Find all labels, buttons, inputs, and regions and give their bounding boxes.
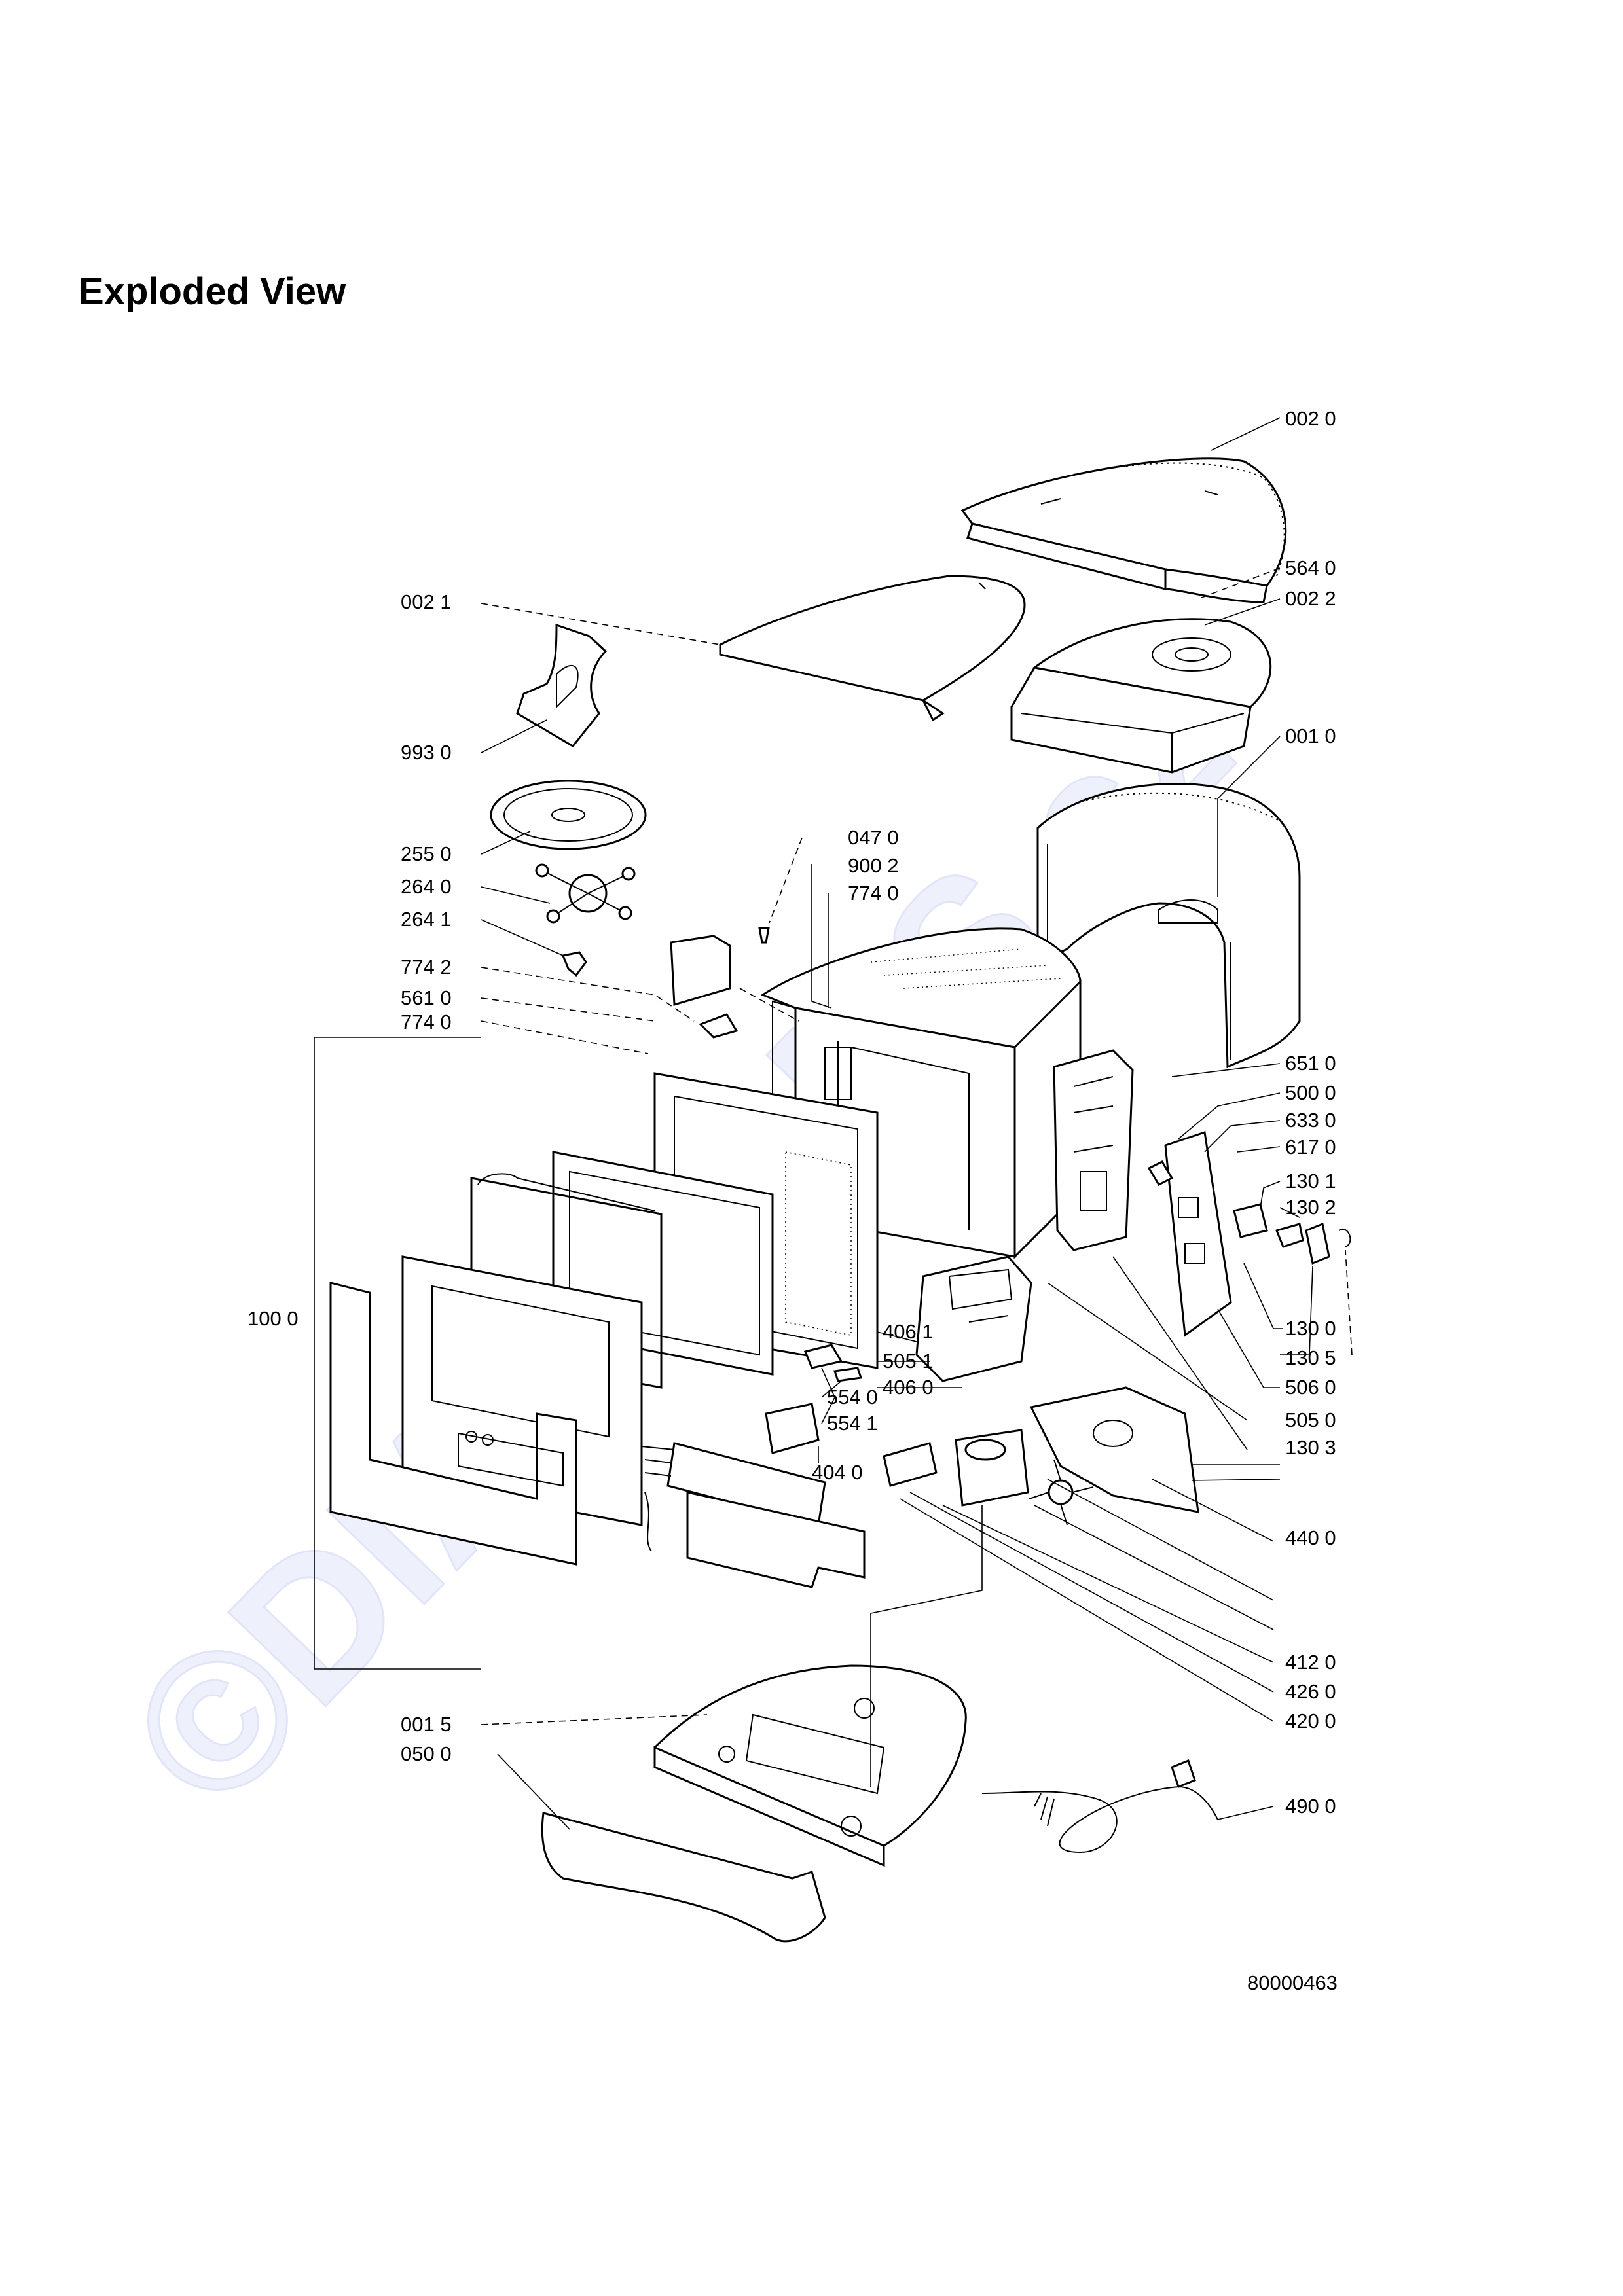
label-5610: 561 0 (401, 986, 452, 1009)
label-7740a: 774 0 (848, 882, 899, 905)
hinge-assembly-part (1053, 1049, 1134, 1251)
hv-capacitor-part (883, 1442, 938, 1487)
label-4040: 404 0 (812, 1461, 863, 1484)
base-plate-part (653, 1664, 967, 1867)
label-4061: 406 1 (883, 1320, 934, 1343)
shield-plate-part (670, 935, 731, 1006)
label-1303: 130 3 (1285, 1436, 1336, 1459)
label-2641: 264 1 (401, 908, 452, 931)
relay-board-part (1164, 1131, 1232, 1337)
door-assembly-bracket (314, 1037, 481, 1670)
label-5060: 506 0 (1285, 1376, 1336, 1399)
label-6170: 617 0 (1285, 1136, 1336, 1158)
label-5640: 564 0 (1285, 556, 1336, 579)
label-7742: 774 2 (401, 956, 452, 978)
switch-part-1300 (1305, 1222, 1330, 1265)
document-number: 80000463 (1247, 1971, 1338, 1994)
label-2640: 264 0 (401, 875, 452, 898)
label-4900: 490 0 (1285, 1795, 1336, 1818)
outer-housing-part (1036, 783, 1301, 1069)
microswitch-part (803, 1344, 843, 1369)
label-0021: 002 1 (401, 590, 452, 613)
label-1300: 130 0 (1285, 1317, 1336, 1340)
label-9930: 993 0 (401, 741, 452, 764)
transformer-part (955, 1429, 1029, 1507)
clip-part (699, 1013, 739, 1039)
lamp-part (1147, 1160, 1174, 1186)
leader-lines (481, 417, 1353, 1830)
label-1301: 130 1 (1285, 1170, 1336, 1193)
label-5000: 500 0 (1285, 1081, 1336, 1104)
switch-part-1302 (1275, 1223, 1304, 1248)
part-labels: 002 0 564 0 002 2 002 1 993 0 001 0 255 … (247, 407, 1336, 1818)
label-7740b: 774 0 (401, 1011, 452, 1033)
base-front-cover-part (541, 1812, 826, 1943)
label-0010: 001 0 (1285, 725, 1336, 747)
label-9002: 900 2 (848, 854, 899, 877)
label-5051: 505 1 (883, 1350, 934, 1372)
grill-rack-part (516, 623, 608, 747)
screw-part (758, 927, 770, 944)
label-6510: 651 0 (1285, 1052, 1336, 1075)
label-6330: 633 0 (1285, 1109, 1336, 1132)
door-front-part (329, 1255, 643, 1566)
label-5540: 554 0 (827, 1386, 878, 1408)
label-4060: 406 0 (883, 1376, 934, 1399)
fuse-part (833, 1367, 862, 1382)
label-1302: 130 2 (1285, 1196, 1336, 1219)
capacitor-bracket-part (765, 1403, 820, 1454)
label-4120: 412 0 (1285, 1651, 1336, 1674)
label-4400: 440 0 (1285, 1526, 1336, 1549)
label-4200: 420 0 (1285, 1710, 1336, 1732)
fan-cover-part (1010, 618, 1272, 774)
label-1305: 130 5 (1285, 1346, 1336, 1369)
label-0015: 001 5 (401, 1713, 452, 1736)
label-0470: 047 0 (848, 826, 899, 849)
coupler-part (561, 951, 587, 977)
label-5541: 554 1 (827, 1412, 878, 1435)
control-board-part (641, 1442, 866, 1588)
power-cord-part (981, 1759, 1218, 1854)
top-cover-part (960, 457, 1287, 603)
label-0022: 002 2 (1285, 587, 1336, 610)
label-0500: 050 0 (401, 1742, 452, 1765)
interlock-bracket-part (915, 1255, 1032, 1382)
label-0020: 002 0 (1285, 407, 1336, 430)
label-5050: 505 0 (1285, 1408, 1336, 1431)
top-plate-part (719, 575, 1026, 722)
switch-part-1301 (1233, 1203, 1268, 1238)
label-2550: 255 0 (401, 842, 452, 865)
label-1000: 100 0 (247, 1307, 299, 1330)
label-4260: 426 0 (1285, 1680, 1336, 1703)
page-title: Exploded View (79, 270, 346, 313)
roller-ring-part (535, 863, 636, 924)
